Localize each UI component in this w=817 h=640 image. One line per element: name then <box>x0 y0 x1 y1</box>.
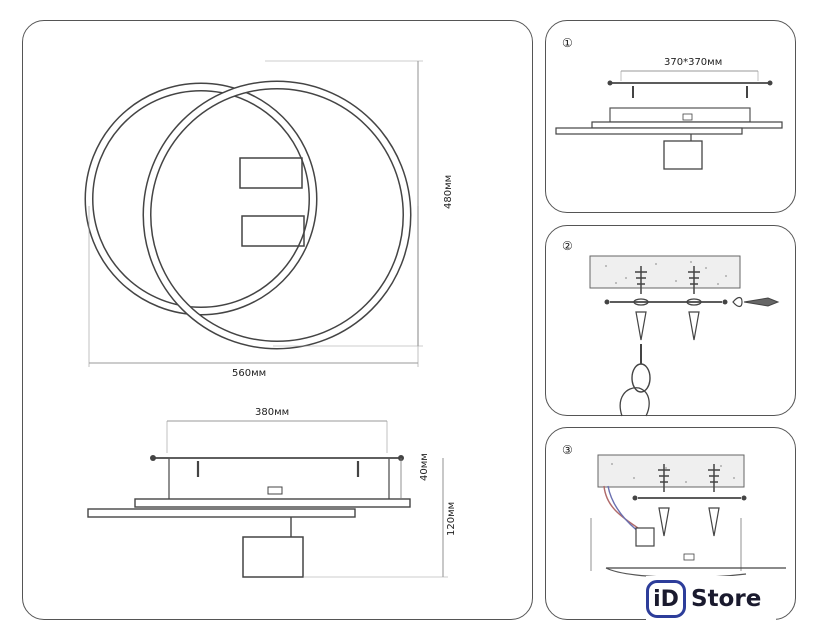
ring-plate-back <box>134 498 411 508</box>
screw-left <box>635 311 647 341</box>
height-dimension: 480мм <box>443 175 454 209</box>
terminal-block <box>635 527 655 547</box>
ceiling-block <box>589 255 741 289</box>
plate-size-dimension: 370*370мм <box>664 57 722 68</box>
store-logo: iD Store <box>646 576 776 622</box>
control-box <box>663 140 703 170</box>
wall-plug-right <box>708 464 720 492</box>
hand <box>619 387 650 417</box>
wall-plug-right <box>688 266 700 294</box>
main-drawing-panel: 560мм 480мм 380мм <box>22 20 533 620</box>
logo-badge: iD <box>646 580 686 618</box>
total-height-dimension: 120мм <box>446 502 457 536</box>
driver-housing <box>609 107 751 123</box>
driver-housing <box>168 457 390 503</box>
step-2-drawing: ② <box>562 239 780 417</box>
driver-box-upper <box>239 157 303 189</box>
front-and-side-view-drawing: 560мм 480мм 380мм <box>84 60 457 578</box>
width-dimension: 560мм <box>232 368 266 379</box>
wall-plug-left <box>658 464 670 492</box>
front-view: 560мм 480мм <box>84 60 454 379</box>
control-box <box>242 536 304 578</box>
depth-dimension: 40мм <box>419 453 430 481</box>
supply-wire-red <box>603 485 639 529</box>
step-3-drawing: ③ <box>562 443 786 578</box>
ring-plate-front <box>87 508 356 518</box>
step-3-number: ③ <box>562 443 573 457</box>
screw-right <box>688 311 700 341</box>
step-1-drawing: ① 370*370мм <box>555 36 783 170</box>
wire-connector <box>743 297 780 307</box>
plate-dimension: 380мм <box>255 407 289 418</box>
screw-left <box>658 507 670 537</box>
side-view: 380мм 40мм 120мм <box>87 407 457 578</box>
ceiling-block <box>597 454 745 488</box>
screwdriver-handle <box>631 363 651 393</box>
driver-box-lower <box>241 215 305 247</box>
step-1-panel: ① 370*370мм <box>545 20 796 213</box>
step-2-panel: ② <box>545 225 796 417</box>
screw-right <box>708 507 720 537</box>
step-2-number: ② <box>562 239 573 253</box>
wall-plug-left <box>635 266 647 294</box>
logo-text: Store <box>691 586 762 612</box>
step-1-number: ① <box>562 36 573 50</box>
